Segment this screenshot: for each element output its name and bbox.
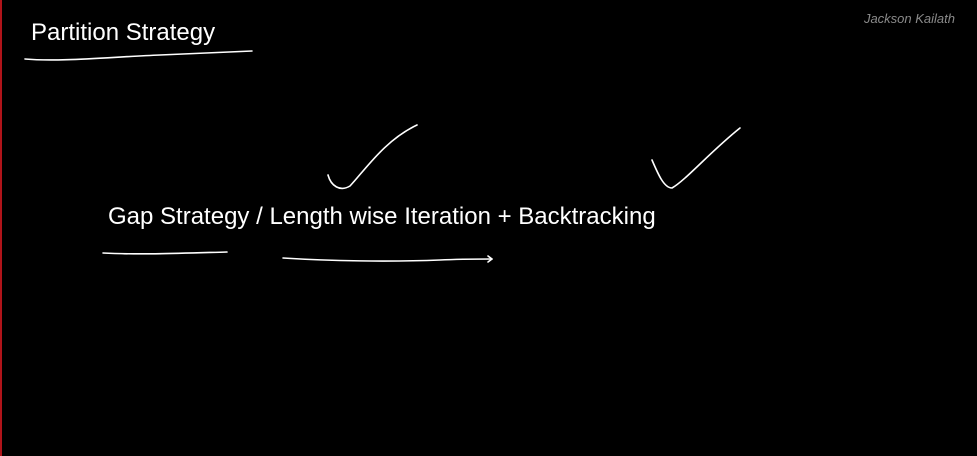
slide-left-edge <box>0 0 2 456</box>
length-wise-iteration-text: Length wise Iteration <box>269 203 491 230</box>
gap-strategy-text: Gap Strategy <box>108 203 250 230</box>
length-wise-underline <box>282 257 493 262</box>
backtracking-text: Backtracking <box>518 203 656 230</box>
author-credit: Jackson Kailath <box>863 11 955 26</box>
gap-strategy-underline <box>102 251 228 255</box>
plus-text: + <box>490 203 519 230</box>
checkmark-2 <box>651 127 741 189</box>
title-underline <box>24 50 253 61</box>
length-wise-underline-tip <box>487 255 493 263</box>
separator-text: / <box>249 203 270 230</box>
strategy-line: Gap Strategy / Length wise Iteration + B… <box>108 203 656 231</box>
checkmark-1 <box>327 124 418 190</box>
slide-title: Partition Strategy <box>31 19 216 46</box>
